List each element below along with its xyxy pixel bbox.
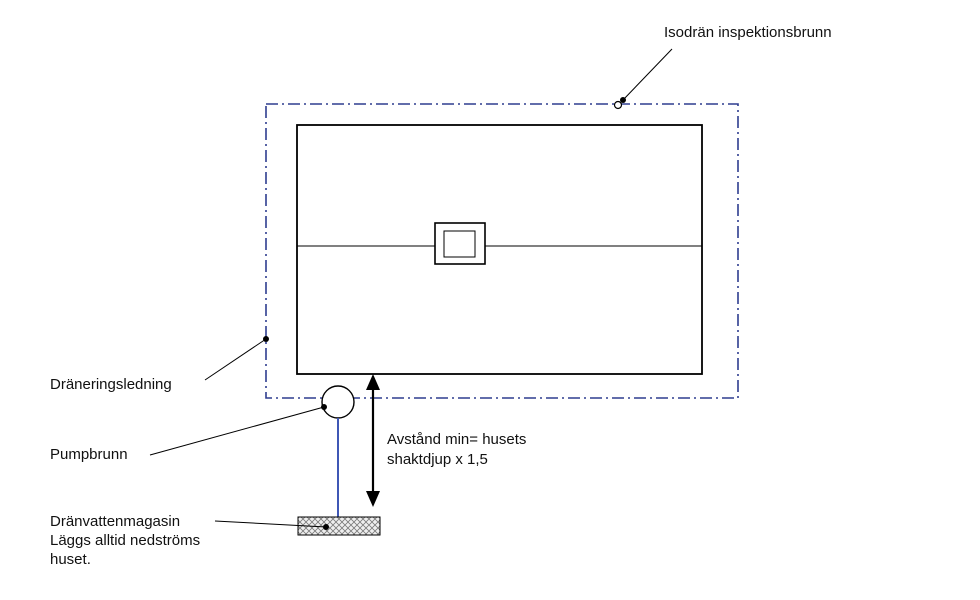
reservoir-leader-dot [323, 524, 329, 530]
inspection-well-leader-dot [620, 97, 626, 103]
label-distance-line2: shaktdjup x 1,5 [387, 451, 488, 468]
label-distance-line1: Avstånd min= husets [387, 431, 527, 448]
reservoir-leader [214, 520, 327, 528]
pump-well-circle [321, 385, 355, 419]
drainage-line-outline [265, 103, 739, 399]
distance-arrow-head-up [366, 374, 380, 390]
distance-arrow-head-down [366, 491, 380, 507]
label-reservoir-line1: Dränvattenmagasin [50, 513, 181, 530]
label-reservoir-line3: huset. [50, 551, 91, 568]
drainage-line-leader-dot [263, 336, 269, 342]
label-pump-well: Pumpbrunn [50, 446, 128, 463]
central-shaft-inner [443, 230, 476, 258]
pump-well-leader-dot [321, 404, 327, 410]
label-drain-pipe: Dräneringsledning [50, 376, 172, 393]
label-reservoir-line2: Läggs alltid nedströms [50, 532, 201, 549]
pump-well-leader [149, 406, 325, 456]
water-reservoir [297, 516, 381, 536]
inspection-well-marker [613, 100, 623, 110]
drainage-line-leader [204, 338, 267, 381]
label-inspection-well: Isodrän inspektionsbrunn [664, 24, 832, 41]
house-outline [296, 124, 703, 375]
inspection-well-leader [622, 48, 673, 101]
